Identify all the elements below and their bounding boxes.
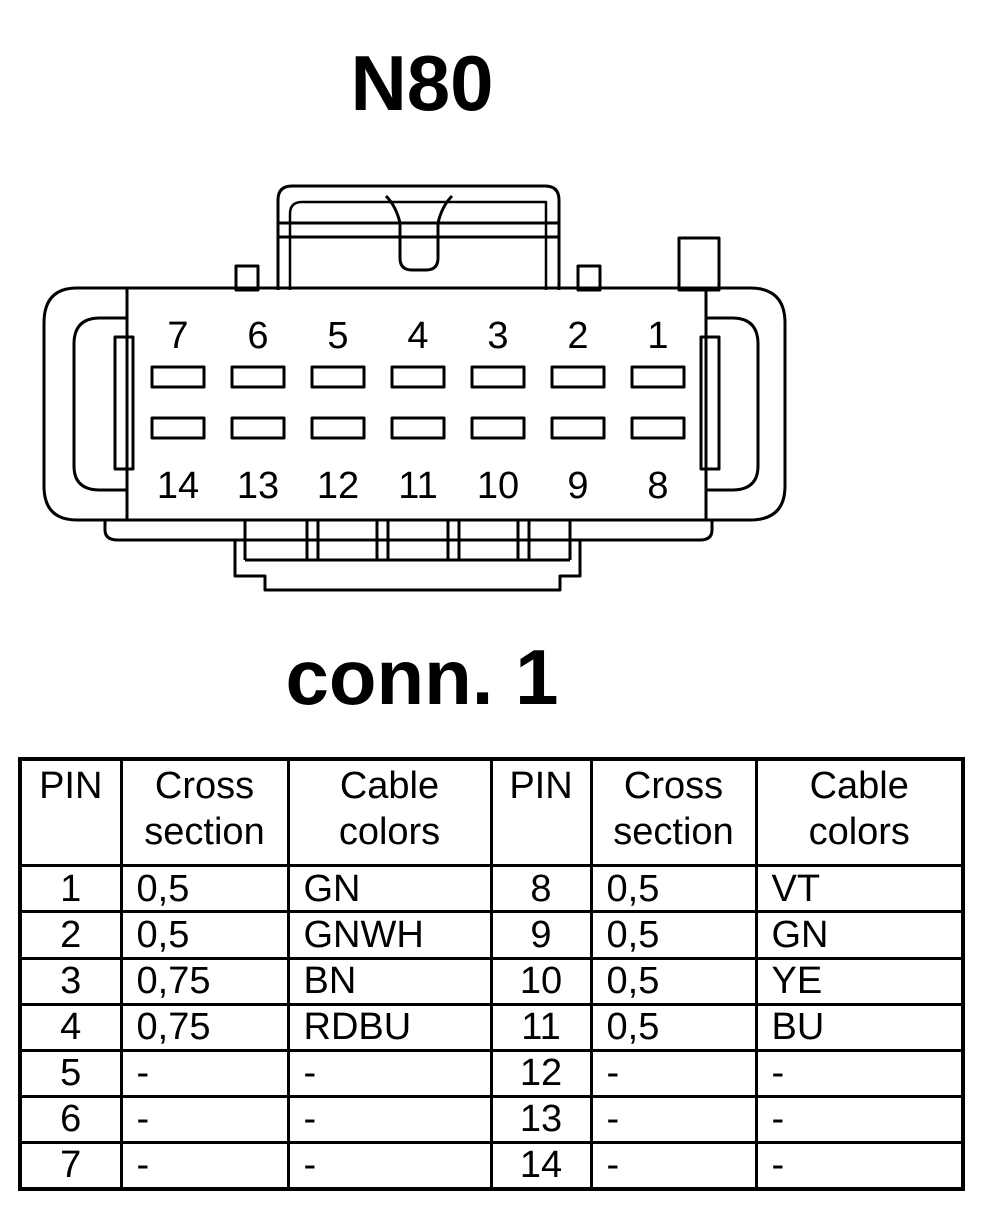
cable-color-cell: RDBU <box>286 1002 493 1052</box>
cable-color-cell: - <box>286 1094 493 1144</box>
cross-section-cell: - <box>589 1094 758 1144</box>
pin-label-top: 3 <box>487 315 508 357</box>
pin-label-bottom: 10 <box>477 465 519 507</box>
pin-cavity-bottom <box>630 416 686 440</box>
cable-color-cell: - <box>754 1094 965 1144</box>
latch-housing <box>234 184 721 292</box>
pin-number-cell: 2 <box>18 910 123 960</box>
pin-cavity-bottom <box>470 416 526 440</box>
table-row: 6--13-- <box>18 1094 965 1144</box>
pin-number-cell: 12 <box>489 1048 593 1098</box>
pin-cavity-bottom <box>310 416 366 440</box>
cross-section-cell: 0,5 <box>119 910 290 960</box>
connector-body <box>42 286 787 522</box>
cable-color-cell: - <box>286 1140 493 1191</box>
cable-color-cell: GN <box>754 910 965 960</box>
pin-label-top: 5 <box>327 315 348 357</box>
cable-color-cell: GN <box>286 864 493 914</box>
cross-section-cell: 0,75 <box>119 956 290 1006</box>
table-row: 7--14-- <box>18 1140 965 1191</box>
part-label: N80 <box>350 39 494 127</box>
pin-cavity-bottom <box>150 416 206 440</box>
cross-section-cell: 0,5 <box>589 956 758 1006</box>
pin-cavity-bottom <box>550 416 606 440</box>
pin-number-cell: 7 <box>18 1140 123 1191</box>
pin-cavity-top <box>630 365 686 389</box>
pin-number-cell: 4 <box>18 1002 123 1052</box>
cable-color-cell: GNWH <box>286 910 493 960</box>
cross-section-cell: 0,5 <box>589 1002 758 1052</box>
cable-color-cell: - <box>754 1048 965 1098</box>
pin-number-cell: 9 <box>489 910 593 960</box>
cable-color-cell: BN <box>286 956 493 1006</box>
cable-color-cell: BU <box>754 1002 965 1052</box>
cross-section-cell: - <box>589 1048 758 1098</box>
pin-number-cell: 6 <box>18 1094 123 1144</box>
cable-color-cell: YE <box>754 956 965 1006</box>
pin-label-top: 4 <box>407 315 428 357</box>
cable-color-cell: - <box>754 1140 965 1191</box>
pin-number-cell: 14 <box>489 1140 593 1191</box>
cross-section-cell: 0,75 <box>119 1002 290 1052</box>
cross-section-cell: 0,5 <box>589 864 758 914</box>
cross-section-cell: 0,5 <box>119 864 290 914</box>
pin-number-cell: 11 <box>489 1002 593 1052</box>
cable-color-cell: - <box>286 1048 493 1098</box>
pin-cavity-top <box>390 365 446 389</box>
pin-label-top: 2 <box>567 315 588 357</box>
cross-section-cell: - <box>119 1140 290 1191</box>
pin-cavity-bottom <box>390 416 446 440</box>
pin-number-cell: 3 <box>18 956 123 1006</box>
pin-cavity-top <box>310 365 366 389</box>
connector-diagram: 7 6 5 4 3 2 1 14 13 12 11 10 9 8 <box>42 184 787 592</box>
pin-label-top: 1 <box>647 315 668 357</box>
pin-label-bottom: 8 <box>647 465 668 507</box>
pin-label-bottom: 12 <box>317 465 359 507</box>
pin-label-top: 7 <box>167 315 188 357</box>
connector-label: conn. 1 <box>285 633 559 721</box>
pin-number-cell: 10 <box>489 956 593 1006</box>
pin-number-cell: 13 <box>489 1094 593 1144</box>
header-pin: PIN <box>489 757 593 868</box>
table-row: 5--12-- <box>18 1048 965 1098</box>
cross-section-cell: - <box>119 1094 290 1144</box>
pin-number-cell: 1 <box>18 864 123 914</box>
pin-number-cell: 8 <box>489 864 593 914</box>
header-pin: PIN <box>18 757 123 868</box>
cable-color-cell: VT <box>754 864 965 914</box>
pin-cavity-top <box>150 365 206 389</box>
pin-label-top: 6 <box>247 315 268 357</box>
pin-layer: 7 6 5 4 3 2 1 14 13 12 11 10 9 8 <box>150 315 686 507</box>
cross-section-cell: 0,5 <box>589 910 758 960</box>
pin-label-bottom: 13 <box>237 465 279 507</box>
cross-section-cell: - <box>119 1048 290 1098</box>
pin-label-bottom: 9 <box>567 465 588 507</box>
pin-cavity-top <box>470 365 526 389</box>
cross-section-cell: - <box>589 1140 758 1191</box>
pin-label-bottom: 11 <box>398 465 437 507</box>
bottom-lock <box>103 520 714 592</box>
pin-cavity-bottom <box>230 416 286 440</box>
pin-number-cell: 5 <box>18 1048 123 1098</box>
pin-cavity-top <box>550 365 606 389</box>
pin-cavity-top <box>230 365 286 389</box>
pin-label-bottom: 14 <box>157 465 199 507</box>
